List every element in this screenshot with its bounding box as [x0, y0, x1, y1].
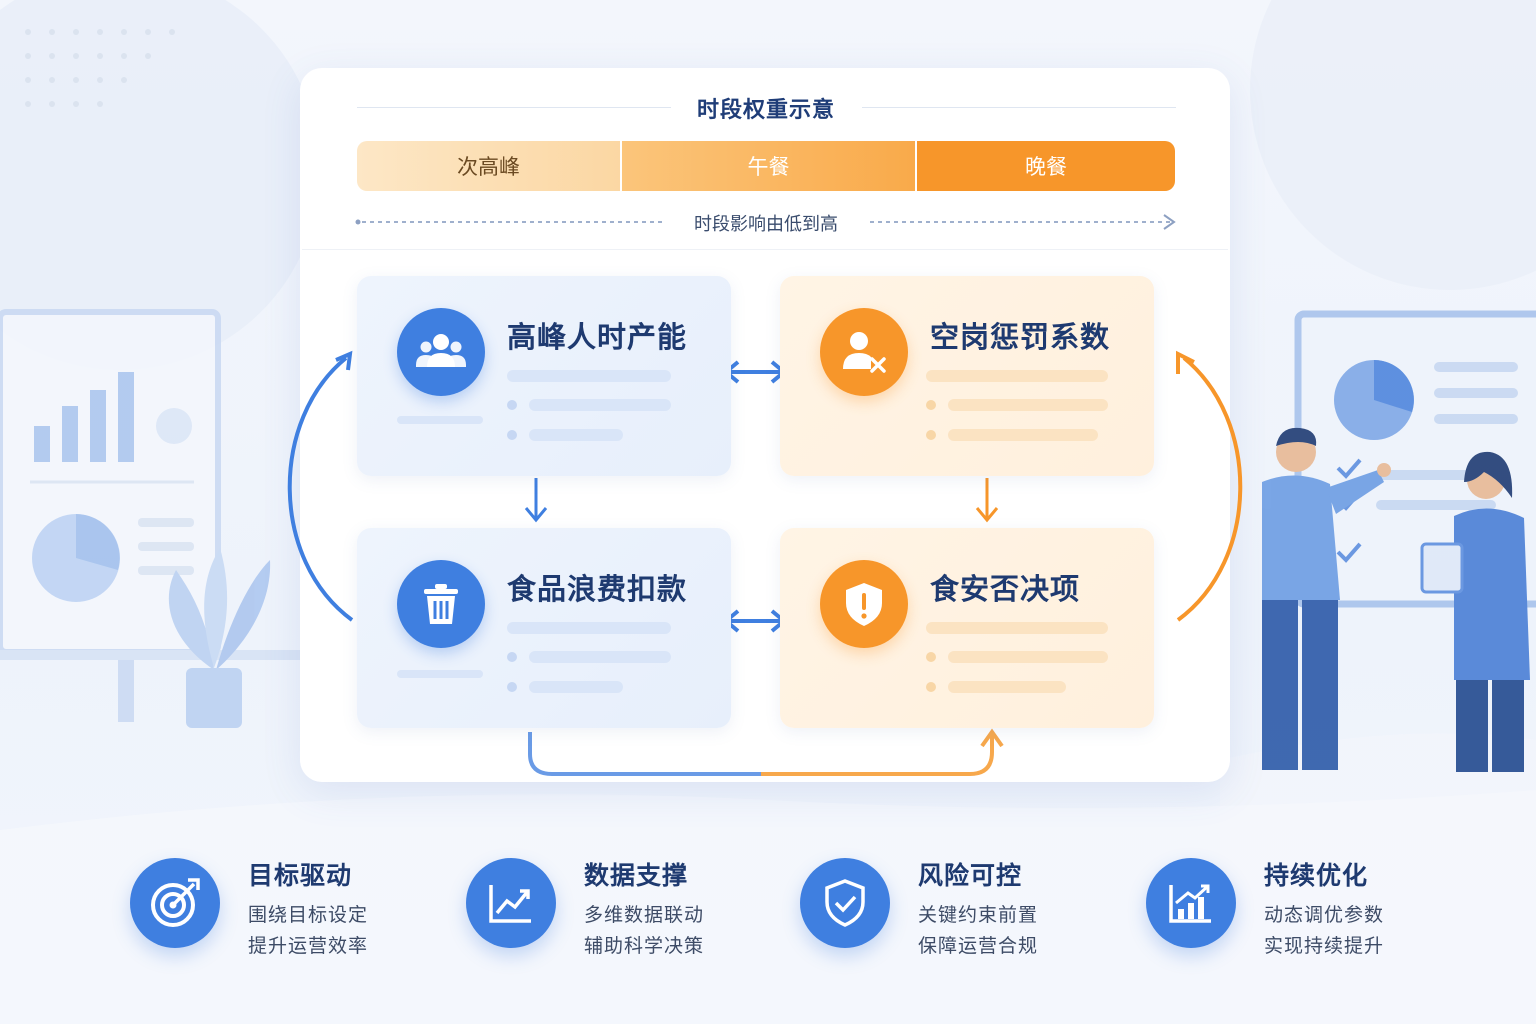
placeholder-line — [948, 651, 1108, 663]
placeholder-dot — [507, 652, 517, 662]
feature-continuous-optimization: 持续优化 动态调优参数 实现持续提升 — [1146, 840, 1446, 970]
metric-title: 食品浪费扣款 — [507, 572, 688, 606]
metric-card-vacancy-penalty: 空岗惩罚系数 — [780, 276, 1154, 476]
placeholder-line — [926, 370, 1108, 382]
metric-title: 高峰人时产能 — [507, 320, 688, 354]
feature-data-support: 数据支撑 多维数据联动 辅助科学决策 — [466, 840, 766, 970]
placeholder-line — [529, 651, 671, 663]
trend-label: 时段影响由低到高 — [694, 214, 838, 235]
feature-desc-line: 提升运营效率 — [248, 935, 369, 957]
feature-desc-line: 围绕目标设定 — [248, 904, 369, 926]
placeholder-line — [948, 681, 1066, 693]
segment-lunch: 午餐 — [622, 141, 917, 191]
left-dashboard-board-decoration — [0, 309, 300, 728]
placeholder-line — [948, 399, 1108, 411]
placeholder-dot — [507, 682, 517, 692]
placeholder-dot — [926, 400, 936, 410]
growth-chart-icon — [1146, 858, 1236, 948]
title-rule-left — [357, 107, 671, 108]
time-weight-bar: 次高峰 午餐 晚餐 — [357, 141, 1175, 191]
placeholder-dot — [926, 430, 936, 440]
dot-grid-decoration — [25, 29, 175, 107]
feature-goal-driven: 目标驱动 围绕目标设定 提升运营效率 — [130, 840, 430, 970]
feature-desc-line: 辅助科学决策 — [584, 935, 705, 957]
feature-row: 目标驱动 围绕目标设定 提升运营效率 数据支撑 多维数据联动 辅助科学决策 风险… — [0, 840, 1536, 980]
placeholder-line — [529, 399, 671, 411]
users-group-icon — [397, 308, 485, 396]
time-weight-title: 时段权重示意 — [696, 98, 835, 123]
trash-icon — [397, 560, 485, 648]
feature-desc-line: 关键约束前置 — [918, 904, 1039, 926]
segment-sub-peak: 次高峰 — [357, 141, 622, 191]
placeholder-dot — [507, 430, 517, 440]
section-divider — [302, 249, 1228, 250]
feature-title: 数据支撑 — [584, 861, 689, 890]
shield-check-icon — [800, 858, 890, 948]
feature-desc-line: 动态调优参数 — [1264, 904, 1385, 926]
metric-title: 食安否决项 — [930, 572, 1081, 606]
feature-desc-line: 实现持续提升 — [1264, 935, 1385, 957]
feature-title: 持续优化 — [1264, 861, 1369, 890]
metric-card-food-safety-veto: 食安否决项 — [780, 528, 1154, 728]
trend-chart-icon — [466, 858, 556, 948]
user-remove-icon — [820, 308, 908, 396]
metric-card-food-waste: 食品浪费扣款 — [357, 528, 731, 728]
placeholder-line — [507, 370, 671, 382]
placeholder-line — [948, 429, 1098, 441]
feature-desc-line: 多维数据联动 — [584, 904, 705, 926]
placeholder-line — [529, 681, 623, 693]
feature-risk-control: 风险可控 关键约束前置 保障运营合规 — [800, 840, 1100, 970]
metric-title: 空岗惩罚系数 — [930, 320, 1111, 354]
placeholder-line — [397, 670, 483, 678]
placeholder-line — [529, 429, 623, 441]
metric-card-peak-productivity: 高峰人时产能 — [357, 276, 731, 476]
placeholder-line — [507, 622, 671, 634]
feature-desc-line: 保障运营合规 — [918, 935, 1039, 957]
target-icon — [130, 858, 220, 948]
feature-title: 风险可控 — [918, 861, 1023, 890]
placeholder-line — [926, 622, 1108, 634]
placeholder-dot — [926, 652, 936, 662]
feature-title: 目标驱动 — [248, 861, 353, 890]
placeholder-line — [397, 416, 483, 424]
title-rule-right — [862, 107, 1176, 108]
shield-warning-icon — [820, 560, 908, 648]
placeholder-dot — [507, 400, 517, 410]
segment-dinner: 晚餐 — [917, 141, 1175, 191]
placeholder-dot — [926, 682, 936, 692]
